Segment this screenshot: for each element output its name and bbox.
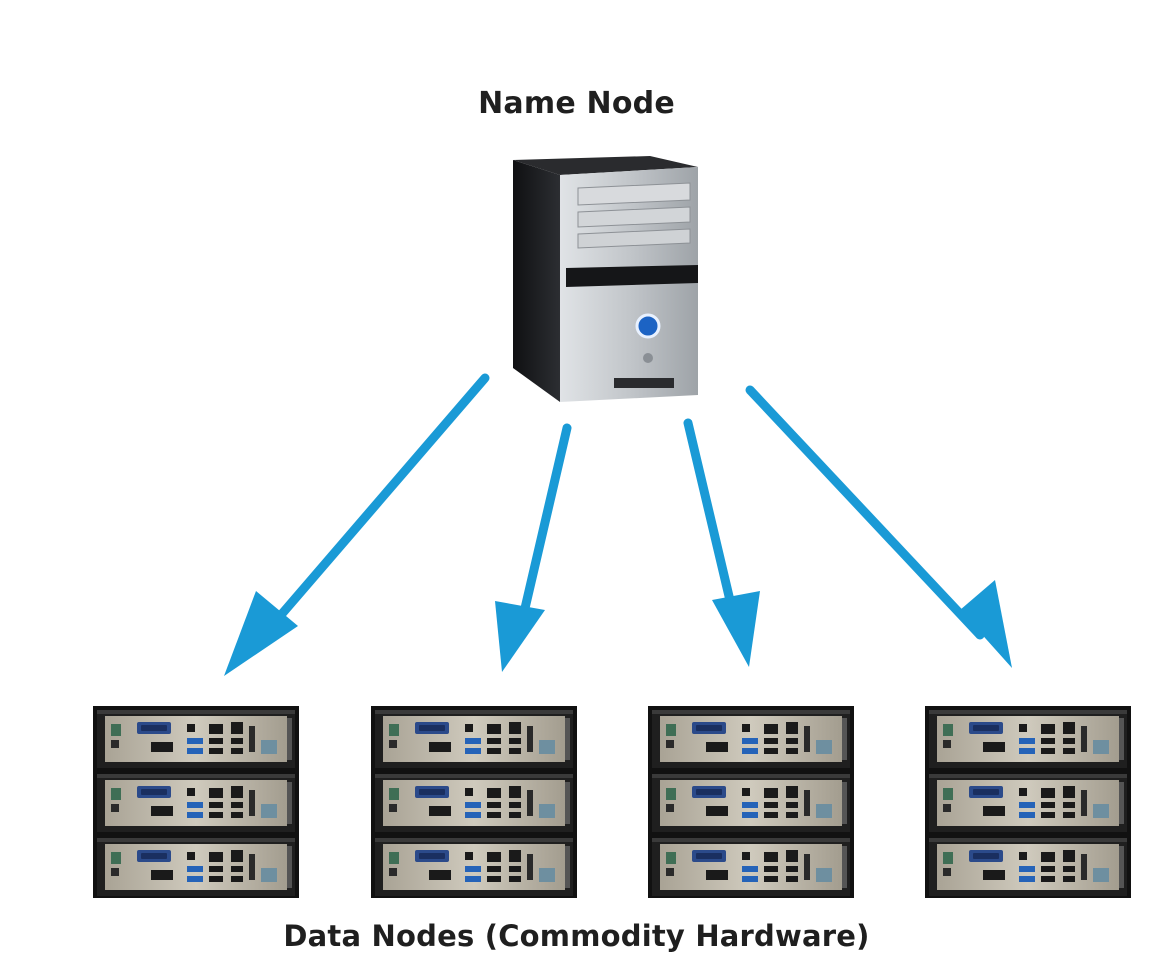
replication-arrows (257, 373, 985, 642)
arrowhead-4 (960, 580, 1012, 668)
name-node-server-tower-icon (513, 156, 698, 402)
data-node-2-rack-server-icon (371, 706, 577, 898)
name-node-label: Name Node (478, 86, 675, 121)
arrow-to-data-node-1 (257, 373, 490, 642)
arrow-to-data-node-3 (683, 418, 742, 635)
data-node-4-rack-server-icon (925, 706, 1131, 898)
data-node-3-rack-server-icon (648, 706, 854, 898)
arrow-to-data-node-2 (514, 423, 572, 639)
data-node-1-rack-server-icon (93, 706, 299, 898)
arrow-to-data-node-4 (745, 385, 985, 640)
arrowheads (224, 580, 1012, 676)
arrowhead-2 (495, 601, 545, 672)
arrowhead-3 (712, 591, 760, 667)
arrowhead-1 (224, 591, 298, 676)
data-nodes-label: Data Nodes (Commodity Hardware) (283, 919, 870, 953)
